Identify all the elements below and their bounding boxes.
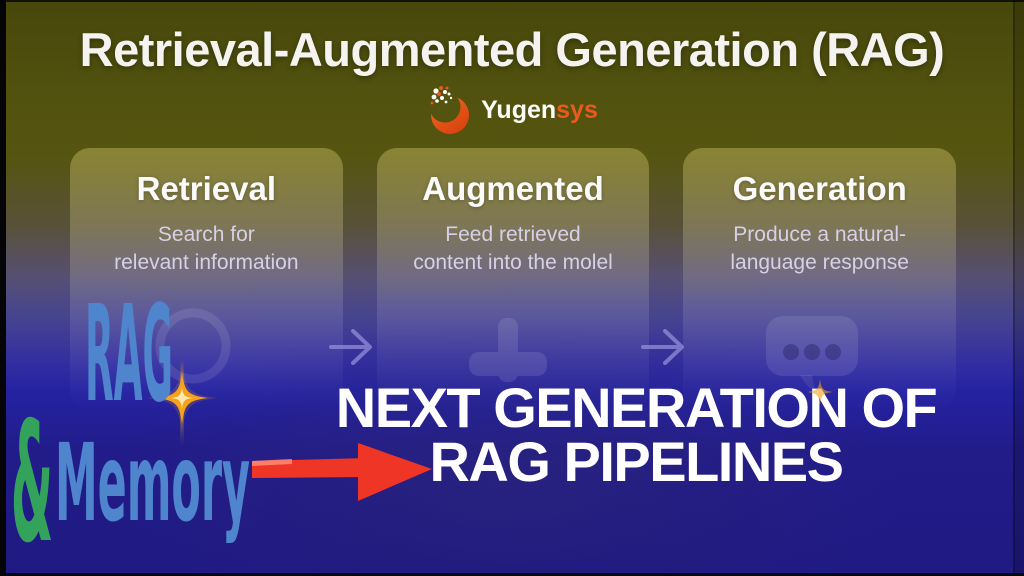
card-generation: Generation Produce a natural- language r…	[683, 148, 957, 410]
memory-wordmark: Memory	[55, 422, 250, 546]
card-title: Retrieval	[136, 170, 277, 207]
bottom-edge-band	[0, 573, 1024, 576]
headline: NEXT GENERATION OF RAG PIPELINES	[300, 376, 972, 494]
logo-text-accent: sys	[556, 95, 598, 124]
right-edge-line	[1013, 0, 1015, 576]
card-retrieval: Retrieval Search for relevant informatio…	[70, 148, 343, 410]
ampersand-wordmark: &	[11, 387, 53, 576]
top-edge-band	[0, 0, 1024, 2]
card-augmented: Augmented Feed retrieved content into th…	[376, 148, 650, 410]
headline-line1: NEXT GENERATION OF	[335, 376, 938, 439]
page-title: Retrieval-Augmented Generation (RAG)	[79, 23, 945, 76]
logo-text-primary: Yugen	[481, 95, 557, 124]
logo-wordmark: Yugensys	[481, 96, 598, 125]
card-description: Produce a natural- language response	[730, 222, 909, 274]
logo: Yugensys	[0, 84, 1024, 136]
pipeline-cards: Retrieval Search for relevant informatio…	[70, 148, 957, 410]
right-edge-band	[1015, 0, 1024, 576]
headline-line2: RAG PIPELINES	[429, 430, 844, 494]
card-description: Search for relevant information	[114, 222, 299, 274]
logo-sphere-icon	[429, 86, 470, 134]
logo-dust-dots	[430, 86, 453, 105]
card-description: Feed retrieved content into the molel	[413, 222, 613, 274]
left-edge-band	[0, 0, 6, 576]
card-title: Generation	[732, 170, 907, 207]
card-title: Augmented	[422, 170, 604, 207]
